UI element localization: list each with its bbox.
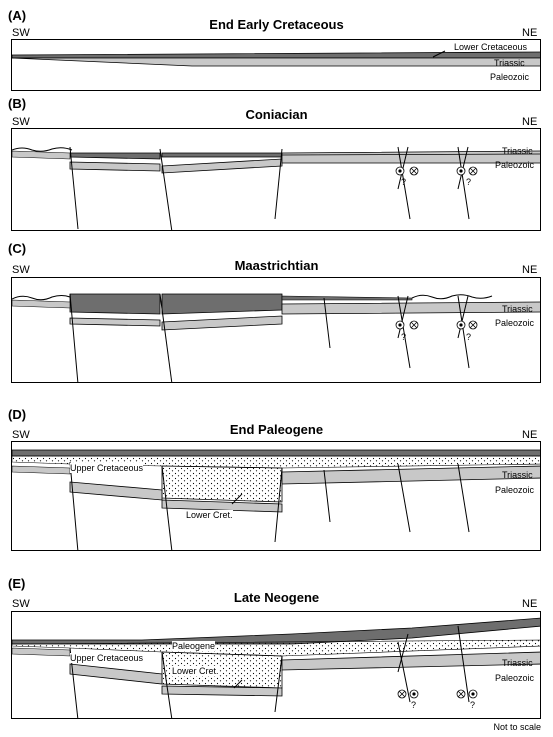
- panel-e-label: (E): [8, 576, 26, 591]
- panel-a-title: End Early Cretaceous: [209, 17, 344, 32]
- panel-a-lower-cret-label: Lower Cretaceous: [454, 42, 528, 52]
- panel-d-lower-cret-label: Lower Cret.: [186, 510, 233, 520]
- panel-a-section: Lower Cretaceous Triassic Paleozoic: [11, 39, 541, 91]
- panel-d-triassic-label: Triassic: [502, 470, 533, 480]
- panel-d-label: (D): [8, 407, 27, 422]
- panel-a-paleozoic-label: Paleozoic: [490, 72, 530, 82]
- panel-c-sw-label: SW: [12, 264, 30, 276]
- panel-c-section: Triassic Paleozoic ? ?: [11, 277, 541, 383]
- panel-e-paleozoic-label: Paleozoic: [495, 673, 535, 683]
- panel-e-lower-cret-label: Lower Cret.: [172, 666, 219, 676]
- panel-b-question-mark-1: ?: [401, 177, 407, 187]
- panel-a-sw-label: SW: [12, 27, 30, 39]
- panel-b-title: Coniacian: [245, 107, 308, 122]
- panel-e-triassic-label: Triassic: [502, 658, 533, 668]
- panel-e-question-mark-2: ?: [470, 700, 476, 710]
- panel-c: (C) Maastrichtian SW NE: [0, 235, 553, 385]
- panel-d-cross-section: [12, 449, 540, 550]
- panel-b-paleozoic-label: Paleozoic: [495, 160, 535, 170]
- panel-e-upper-cret-label: Upper Cretaceous: [70, 653, 144, 663]
- panel-e-cross-section: [12, 612, 540, 718]
- panel-a-label: (A): [8, 8, 27, 23]
- panel-c-ne-label: NE: [522, 264, 538, 276]
- panel-b-cross-section: [12, 146, 540, 230]
- panel-b-label: (B): [8, 96, 27, 111]
- panel-c-cross-section: [12, 293, 540, 382]
- panel-b-ne-label: NE: [522, 116, 538, 128]
- panel-b-question-mark-2: ?: [466, 177, 472, 187]
- panel-d-sw-label: SW: [12, 429, 30, 441]
- panel-e-question-mark-1: ?: [411, 700, 417, 710]
- panel-b: (B) Coniacian SW NE Triassic: [0, 92, 553, 235]
- panel-b-triassic-label: Triassic: [502, 146, 533, 156]
- panel-e-paleogene-label: Paleogene: [172, 641, 216, 651]
- panel-e: (E) Late Neogene SW NE: [0, 555, 553, 737]
- panel-d-paleozoic-label: Paleozoic: [495, 485, 535, 495]
- panel-d-ne-label: NE: [522, 429, 538, 441]
- not-to-scale-note: Not to scale: [493, 722, 541, 732]
- panel-d-upper-cret-label: Upper Cretaceous: [70, 463, 144, 473]
- panel-b-sw-label: SW: [12, 116, 30, 128]
- panel-c-title: Maastrichtian: [234, 258, 319, 273]
- panel-d: (D) End Paleogene SW NE Upper Cretac: [0, 385, 553, 555]
- panel-b-section: Triassic Paleozoic ? ?: [11, 128, 541, 231]
- panel-a-triassic-label: Triassic: [494, 58, 525, 68]
- panel-c-question-mark-1: ?: [401, 332, 407, 342]
- panel-a-ne-label: NE: [522, 27, 538, 39]
- panel-a: (A) End Early Cretaceous SW NE Lower Cre…: [0, 0, 553, 92]
- panel-d-section: Upper Cretaceous Lower Cret. Triassic Pa…: [11, 441, 541, 551]
- panel-e-sw-label: SW: [12, 598, 30, 610]
- panel-c-triassic-label: Triassic: [502, 304, 533, 314]
- panel-a-cross-section: [12, 50, 540, 67]
- panel-c-question-mark-2: ?: [466, 332, 472, 342]
- panel-e-title: Late Neogene: [233, 590, 320, 605]
- panel-d-title: End Paleogene: [229, 422, 324, 437]
- panel-c-label: (C): [8, 241, 27, 256]
- panel-e-section: Paleogene Upper Cretaceous Lower Cret. T…: [11, 611, 541, 719]
- panel-e-ne-label: NE: [522, 598, 538, 610]
- panel-c-paleozoic-label: Paleozoic: [495, 318, 535, 328]
